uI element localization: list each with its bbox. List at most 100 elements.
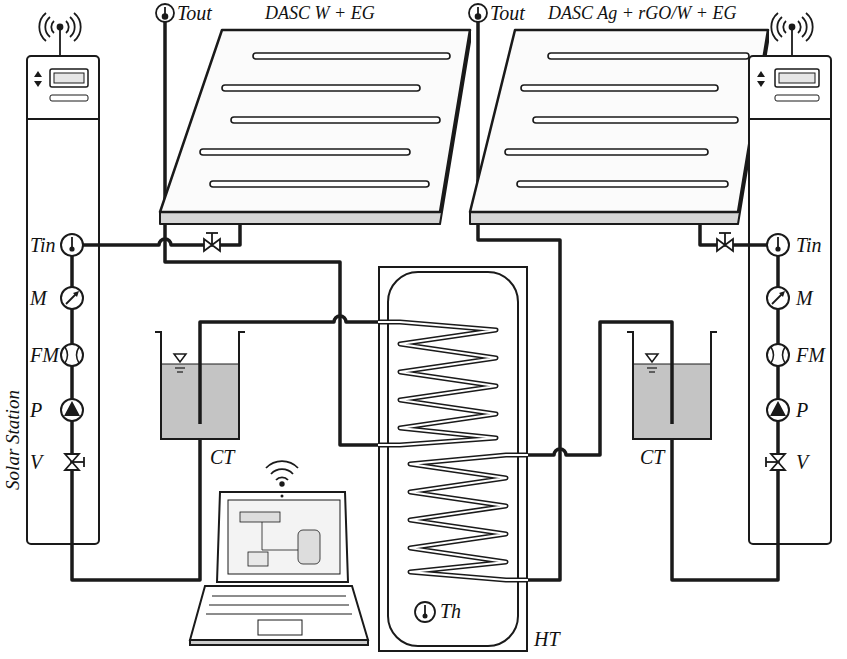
solar-station: TinMFMPV	[748, 55, 832, 545]
drawing-part	[779, 291, 785, 297]
drawing-part	[798, 21, 801, 33]
drawing-part	[83, 457, 85, 467]
drawing-part	[198, 438, 202, 440]
drawing-part	[802, 17, 807, 37]
drawing-part	[206, 232, 218, 234]
drawing-part	[791, 30, 793, 55]
drawing-part	[649, 371, 655, 372]
collector-channel	[521, 85, 718, 91]
drawing-part	[779, 73, 815, 83]
drawing-part	[777, 17, 782, 37]
collector-channel	[222, 85, 420, 91]
drawing-part	[27, 118, 99, 120]
drawing-part	[771, 462, 785, 470]
drawing-part	[212, 239, 220, 251]
drawing-part	[240, 512, 280, 522]
drawing-part	[77, 347, 80, 363]
drawing-part	[262, 522, 263, 550]
drawing-part	[423, 614, 428, 619]
drawing-part	[27, 56, 99, 544]
drawing-part	[379, 267, 527, 651]
collector-channel	[231, 117, 440, 123]
station-outline	[748, 55, 832, 545]
drawing-part	[198, 330, 202, 424]
drawing-part	[51, 21, 54, 33]
drawing-part	[783, 21, 786, 33]
collector-outline	[158, 26, 474, 224]
collector-channel	[253, 53, 450, 59]
tank-outline	[160, 330, 240, 440]
drawing-part	[175, 367, 185, 368]
tank-outline	[632, 330, 712, 440]
drawing-part	[73, 291, 79, 297]
drawing-part	[228, 500, 340, 574]
drawing-part	[61, 287, 83, 309]
drawing-part	[281, 495, 284, 498]
drawing-part	[410, 455, 528, 580]
tank-label: CT	[210, 446, 234, 468]
drawing-part	[217, 492, 348, 582]
pump-label: P	[796, 399, 808, 421]
drawing-part	[248, 552, 268, 566]
valve-label: V	[796, 451, 808, 473]
flowmeter-label: FM	[796, 344, 825, 366]
drawing-part	[767, 234, 789, 256]
drawing-part	[156, 4, 174, 22]
drawing-part	[59, 30, 61, 55]
station-title: Solar Station	[2, 390, 24, 490]
drawing-part	[174, 354, 186, 362]
drawing-part	[790, 25, 795, 30]
collector-title: DASC W + EG	[265, 2, 375, 24]
drawing-part	[749, 118, 831, 120]
drawing-part	[61, 399, 83, 421]
drawing-part	[469, 4, 487, 22]
drawing-part	[61, 344, 83, 366]
laptop-illustration	[190, 492, 368, 645]
drawing-part	[209, 605, 349, 606]
drawing-part	[767, 287, 789, 309]
collector-edge	[470, 30, 768, 224]
valve-label: V	[30, 451, 42, 473]
drawing-part	[58, 25, 63, 30]
collector-title: DASC Ag + rGO/W + EG	[548, 2, 736, 24]
drawing-part	[50, 95, 88, 101]
drawing-part	[271, 469, 293, 474]
drawing-part	[206, 614, 352, 615]
drawing-part	[415, 602, 435, 622]
expansion-tank: CT	[632, 330, 712, 440]
drawing-part	[190, 640, 368, 645]
pipe-connector	[200, 316, 378, 330]
drawing-part	[298, 530, 320, 564]
drawing-part	[767, 399, 789, 421]
drawing-part	[39, 13, 46, 41]
collector-face	[470, 30, 768, 212]
drawing-part	[775, 69, 819, 87]
drawing-part	[748, 243, 767, 247]
drawing-part	[770, 401, 786, 416]
collector-channel	[548, 53, 749, 59]
tank-outline	[378, 266, 528, 652]
flowmeter-label: FM	[30, 344, 59, 366]
hot-water-tank: ThHT	[378, 266, 528, 652]
tank-label: CT	[640, 446, 664, 468]
sensor-label: Tin	[30, 234, 56, 256]
sensor-label: Tout	[490, 2, 525, 24]
drawing-part	[190, 586, 368, 640]
drawing-part	[771, 347, 774, 363]
drawing-part	[775, 246, 780, 251]
solar-station: Solar StationTinMFMPV	[26, 55, 100, 545]
gauge-label: M	[796, 287, 813, 309]
drawing-part	[757, 71, 765, 77]
drawing-part	[783, 347, 786, 363]
drawing-part	[163, 22, 167, 212]
drawing-part	[646, 354, 658, 362]
drawing-part	[34, 71, 42, 77]
drawing-part	[410, 455, 528, 580]
drawing-part	[45, 17, 50, 37]
collector-outline	[468, 26, 770, 224]
drawing-part	[276, 477, 288, 480]
drawing-part	[69, 246, 74, 251]
drawing-part	[647, 367, 657, 368]
drawing-part	[211, 233, 213, 245]
collector-channel	[533, 117, 738, 123]
